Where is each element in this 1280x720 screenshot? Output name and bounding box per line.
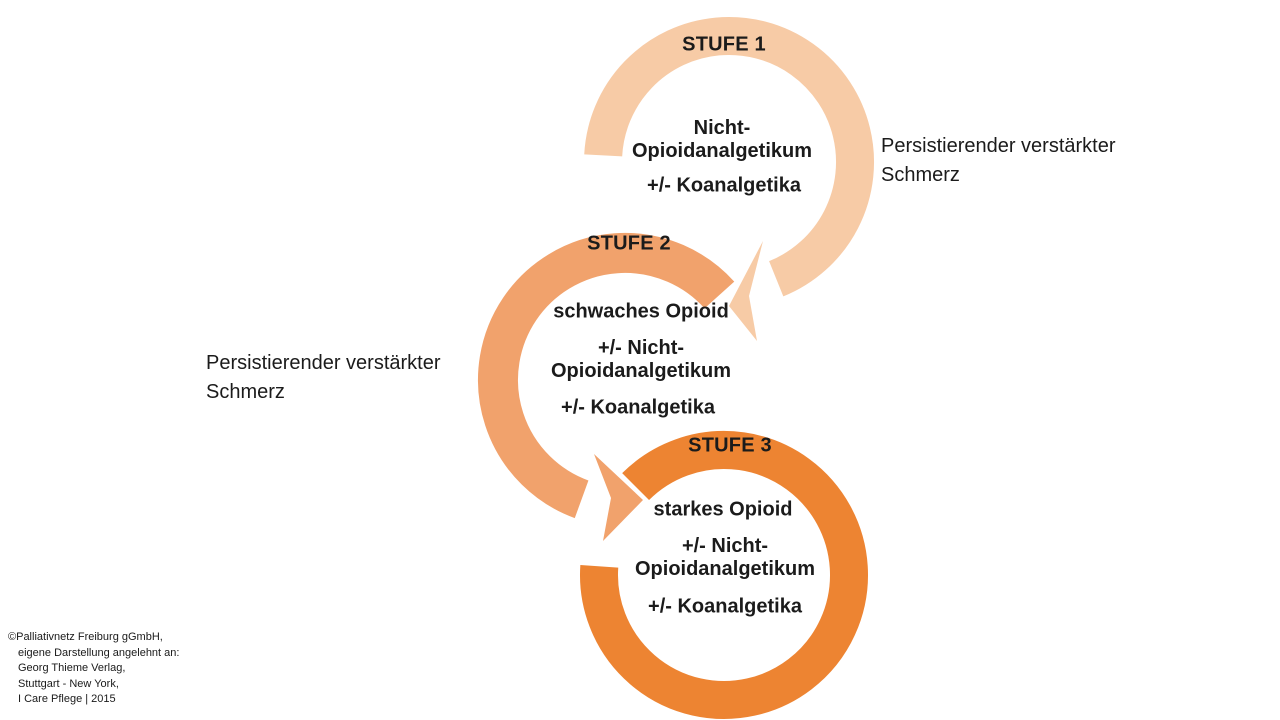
stage1-label: STUFE 1 [682,33,766,56]
stage2-drug-text: schwaches Opioid [553,300,729,323]
source-credit: ©Palliativnetz Freiburg gGmbH, eigene Da… [8,630,179,708]
credit-line: eigene Darstellung angelehnt an: [18,646,180,659]
stage2-ring [478,233,735,519]
credit-line: Stuttgart - New York, [18,677,119,690]
credit-line: Georg Thieme Verlag, [18,662,126,675]
stage2-nonopioid-text: +/- Nicht- Opioidanalgetikum [550,337,732,382]
stage2-koanalgetika-text: +/- Koanalgetika [561,396,715,419]
stage1-koanalgetika-text: +/- Koanalgetika [647,174,801,197]
persistent-pain-label-right: Persistierender verstärkter Schmerz [881,135,1116,186]
stage3-nonopioid-text: +/- Nicht- Opioidanalgetikum [634,535,816,580]
stage2-label: STUFE 2 [587,232,671,255]
credit-line: ©Palliativnetz Freiburg gGmbH, [8,631,163,643]
stage3-drug-text: starkes Opioid [653,498,793,521]
persistent-pain-label-left: Persistierender verstärkter Schmerz [206,352,441,403]
credit-line: I Care Pflege | 2015 [18,693,116,706]
stage1-arrowhead-icon [729,241,763,341]
stage3-ring [580,431,868,719]
stage1-ring [584,17,875,297]
stage3-label: STUFE 3 [688,434,772,457]
stage1-drug-text: Nicht- Opioidanalgetikum [631,117,813,162]
stage2-arrowhead-icon [594,454,643,541]
stage3-koanalgetika-text: +/- Koanalgetika [648,595,802,618]
